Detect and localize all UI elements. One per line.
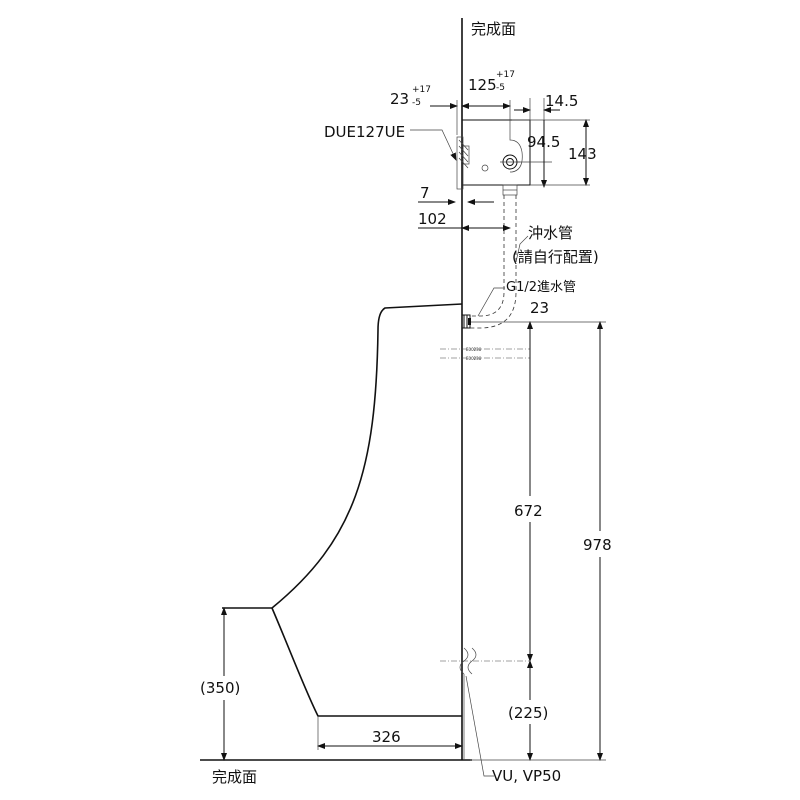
dim-125-tol-upper: +17: [496, 70, 515, 80]
dim-94-5-value: 94.5: [527, 133, 560, 151]
dim-978: 978: [470, 321, 620, 761]
dim-23-inlet-value: 23: [530, 299, 549, 317]
dim-350: (350): [198, 607, 248, 761]
small-mark-1: E00238: [466, 347, 482, 352]
dim-326-value: 326: [372, 728, 401, 746]
dim-23-value: 23: [390, 90, 409, 108]
inlet-connector: [461, 314, 471, 329]
dim-143: 143: [530, 119, 597, 186]
flush-pipe-label-1: 沖水管: [528, 224, 573, 242]
dim-23-tol-upper: +17: [412, 85, 431, 95]
dim-225: (225): [506, 660, 554, 761]
flush-pipe-note: 沖水管 (請自行配置): [512, 224, 599, 266]
mounting-plate-hatch: [458, 139, 469, 169]
dim-23-inlet: 23: [471, 299, 606, 323]
dim-143-value: 143: [568, 145, 597, 163]
dim-94-5: 94.5: [512, 119, 590, 188]
model-callout: DUE127UE: [324, 123, 457, 161]
dim-326: 326: [317, 716, 463, 750]
dim-350-value: (350): [200, 679, 240, 697]
dim-102: 102: [418, 210, 511, 231]
model-label: DUE127UE: [324, 123, 405, 141]
small-mark-2: E00238: [466, 356, 482, 361]
dim-14-5: 14.5: [514, 92, 578, 120]
inlet-pipe-label: G1/2進水管: [506, 280, 576, 295]
finish-surface-bottom-label: 完成面: [212, 768, 257, 786]
flush-valve-unit: [456, 119, 531, 196]
dim-125-value: 125: [468, 76, 497, 94]
flush-pipe: [470, 195, 517, 329]
flush-pipe-label-2: (請自行配置): [512, 248, 599, 266]
dim-225-value: (225): [508, 704, 548, 722]
dim-978-value: 978: [583, 536, 612, 554]
drain-note: VU, VP50: [465, 675, 561, 785]
drain-pipe: [440, 647, 530, 760]
dim-7-value: 7: [420, 184, 430, 202]
dim-672-value: 672: [514, 502, 543, 520]
dim-125: 125 +17 -5: [461, 70, 515, 120]
finish-surface-top-label: 完成面: [471, 20, 516, 38]
dim-23-tol-lower: -5: [412, 98, 421, 108]
drain-label: VU, VP50: [492, 767, 561, 785]
dim-672: 672: [510, 321, 550, 662]
dim-125-tol-lower: -5: [496, 83, 505, 93]
dim-23-top: 23 +17 -5: [390, 85, 458, 135]
dim-14-5-value: 14.5: [545, 92, 578, 110]
dim-7: 7: [418, 184, 494, 205]
urinal-body: [222, 303, 463, 717]
inlet-pipe-note: G1/2進水管: [477, 280, 576, 317]
dim-102-value: 102: [418, 210, 447, 228]
